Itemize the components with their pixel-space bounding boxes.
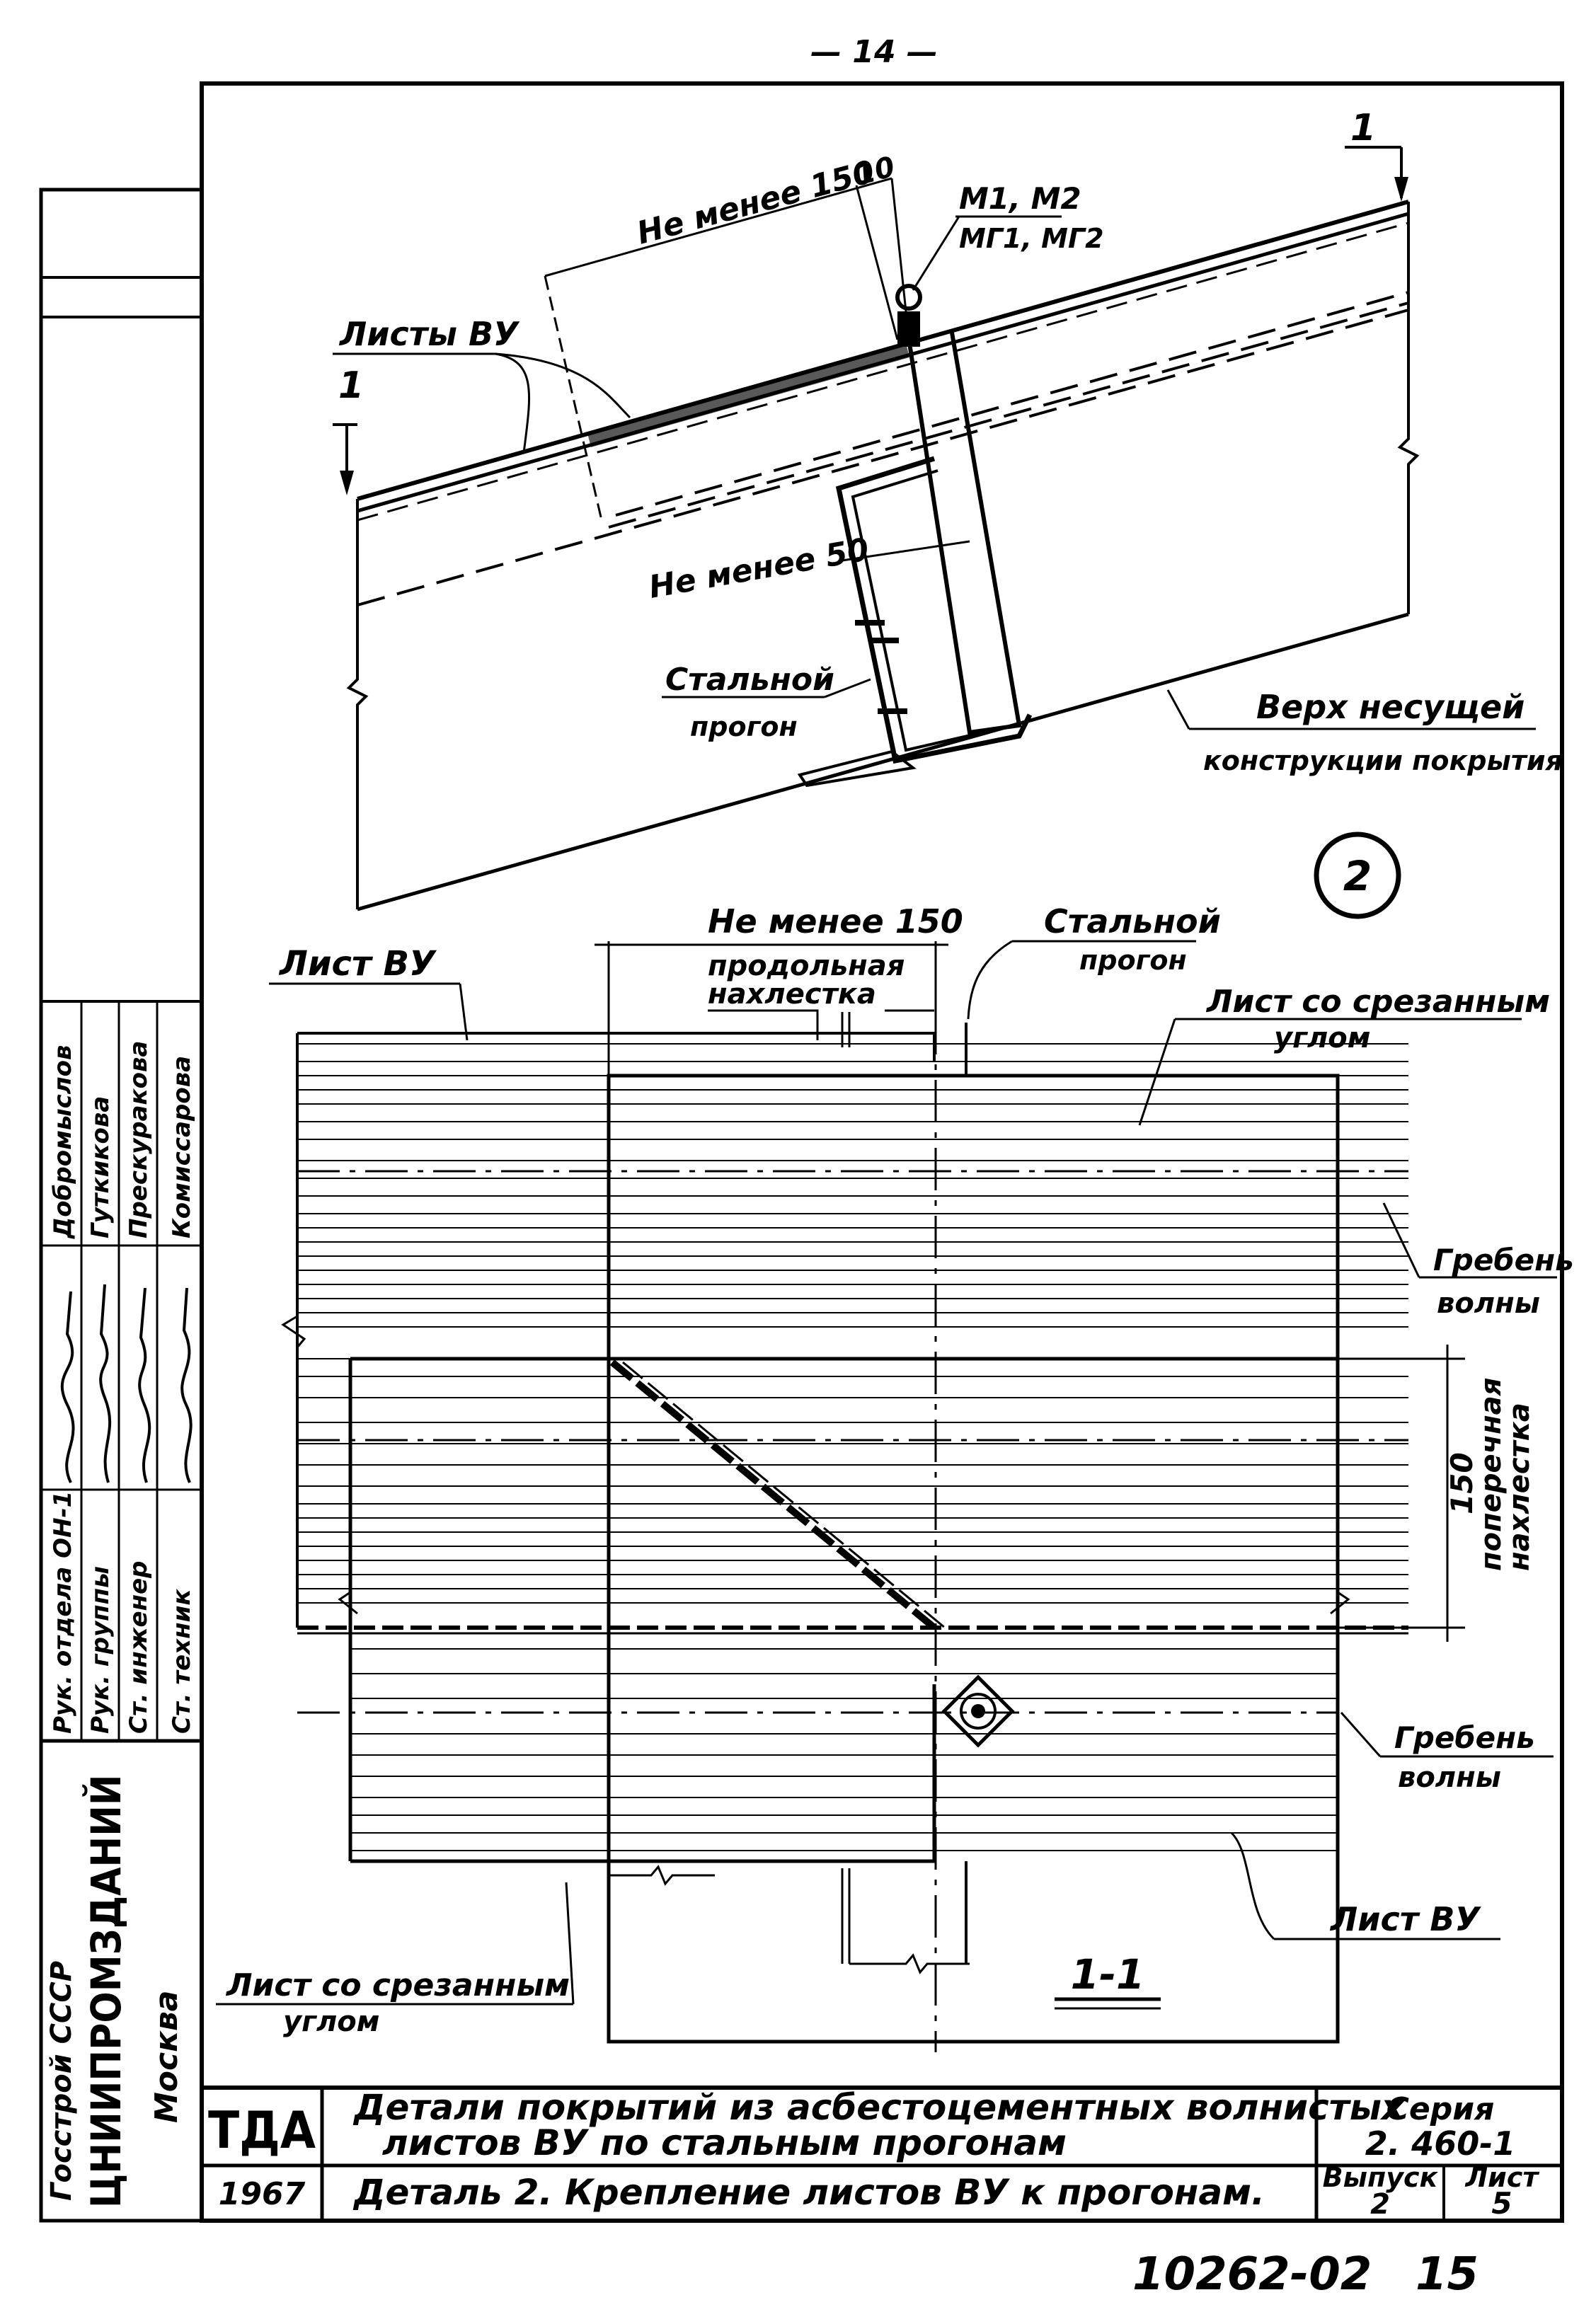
fastener-codes-1: М1, М2 — [959, 181, 1081, 216]
page-number: — 14 — — [810, 34, 938, 70]
svg-text:1: 1 — [1350, 107, 1376, 149]
issue-label: Выпуск — [1323, 2162, 1439, 2193]
title-year: 1967 — [219, 2176, 306, 2212]
archive-page: 15 — [1416, 2248, 1479, 2301]
issue-value: 2 — [1370, 2188, 1390, 2221]
steel-purlin — [797, 456, 1033, 788]
section-title: 1-1 — [1071, 1950, 1145, 1998]
archive-number: 10262-02 — [1132, 2248, 1372, 2301]
sheet-overlap-zone — [297, 1358, 1408, 1604]
upper-min-50-label: Не менее 50 — [646, 531, 872, 606]
plan-transverse-dim: 150 — [1445, 1452, 1479, 1514]
upper-purlin-label-1: Стальной — [665, 662, 834, 698]
org-ministry: Госстрой СССР — [45, 1961, 78, 2201]
plan-cut-sheet-bottom-1: Лист со срезанным — [225, 1967, 570, 2003]
plan-transverse-overlap-1: поперечная — [1475, 1378, 1508, 1571]
plan-wave-crest-1a: Гребень — [1433, 1243, 1574, 1277]
sheet-vu-bottom — [350, 1648, 1338, 1851]
plan-wave-crest-2b: волны — [1398, 1761, 1501, 1794]
detail-number: 2 — [1343, 852, 1372, 900]
organization-stamp: Госстрой СССР ЦНИИПРОМЗДАНИЙ Москва — [45, 1774, 185, 2208]
series-label: Серия — [1387, 2091, 1495, 2127]
handwritten-signatures — [60, 1284, 193, 1483]
fastener-hook — [895, 284, 1022, 735]
series-value: 2. 460-1 — [1365, 2124, 1516, 2163]
plan-longitudinal-overlap-2: нахлестка — [708, 978, 876, 1011]
section-mark-left: 1 — [333, 364, 364, 495]
org-institute: ЦНИИПРОМЗДАНИЙ — [81, 1774, 130, 2208]
plan-purlin-label-2: прогон — [1079, 945, 1187, 976]
role-head-of-department: Рук. отдела ОН-1 — [49, 1491, 77, 1734]
org-city: Москва — [149, 1991, 185, 2124]
upper-sheets-label: Листы ВУ — [338, 315, 520, 353]
plan-view: Не менее 150 продольная нахлестка Стальн… — [216, 902, 1574, 2052]
left-stamp-strip — [39, 188, 204, 2223]
section-mark-right: 1 — [1345, 107, 1408, 202]
plan-transverse-overlap-2: нахлестка — [1503, 1403, 1536, 1571]
upper-structure-label-1: Верх несущей — [1256, 688, 1525, 726]
plan-min-150-label: Не менее 150 — [708, 902, 963, 940]
section-view: Не менее 150 10 М1, М2 МГ1, МГ2 Листы ВУ… — [333, 107, 1563, 919]
plan-cut-sheet-bottom-2: углом — [283, 2006, 379, 2038]
title-subtitle: Деталь 2. Крепление листов ВУ к прогонам… — [352, 2172, 1265, 2213]
plan-wave-crest-2a: Гребень — [1394, 1720, 1535, 1755]
plan-longitudinal-overlap-1: продольная — [708, 950, 905, 982]
plan-purlin-label-1: Стальной — [1044, 902, 1221, 940]
name-3: Прескуракова — [125, 1041, 153, 1238]
sheet-label: Лист — [1465, 2162, 1540, 2193]
signature-names: Добромыслов Гуткикова Прескуракова Комис… — [49, 1041, 196, 1239]
role-senior-technician: Ст. техник — [168, 1589, 196, 1734]
role-senior-engineer: Ст. инженер — [125, 1560, 153, 1734]
purlin-bolts — [855, 620, 907, 714]
plan-sheet-vu-top-label: Лист ВУ — [278, 944, 437, 984]
upper-purlin-label-2: прогон — [690, 711, 798, 742]
title-block: ТДА 1967 Детали покрытий из асбестоцемен… — [200, 2086, 1564, 2223]
plan-wave-crest-1b: волны — [1437, 1287, 1540, 1320]
name-4: Комиссарова — [168, 1056, 196, 1238]
plan-cut-sheet-top-1: Лист со срезанным — [1205, 984, 1550, 1020]
svg-text:1: 1 — [338, 364, 364, 407]
fastener-codes-2: МГ1, МГ2 — [959, 223, 1104, 254]
sheet-vu-top — [297, 1043, 1408, 1328]
role-group-leader: Рук. группы — [86, 1566, 115, 1734]
upper-structure-label-2: конструкции покрытия — [1203, 745, 1563, 776]
name-1: Добромыслов — [49, 1045, 77, 1239]
name-2: Гуткикова — [86, 1096, 115, 1238]
plan-sheet-vu-bottom-label: Лист ВУ — [1329, 1900, 1481, 1938]
title-line-1: Детали покрытий из асбестоцементных волн… — [352, 2087, 1406, 2128]
upper-min-150-label: Не менее 150 — [633, 154, 878, 252]
signature-roles: Рук. отдела ОН-1 Рук. группы Ст. инженер… — [49, 1491, 196, 1734]
plan-fastener — [941, 1674, 1015, 1748]
sheet-value: 5 — [1491, 2186, 1512, 2221]
title-code: ТДА — [208, 2100, 316, 2160]
plan-cut-sheet-top-2: углом — [1274, 1022, 1370, 1054]
wave-crest-axes — [297, 1012, 1408, 2052]
title-line-2: листов ВУ по стальным прогонам — [382, 2122, 1067, 2163]
